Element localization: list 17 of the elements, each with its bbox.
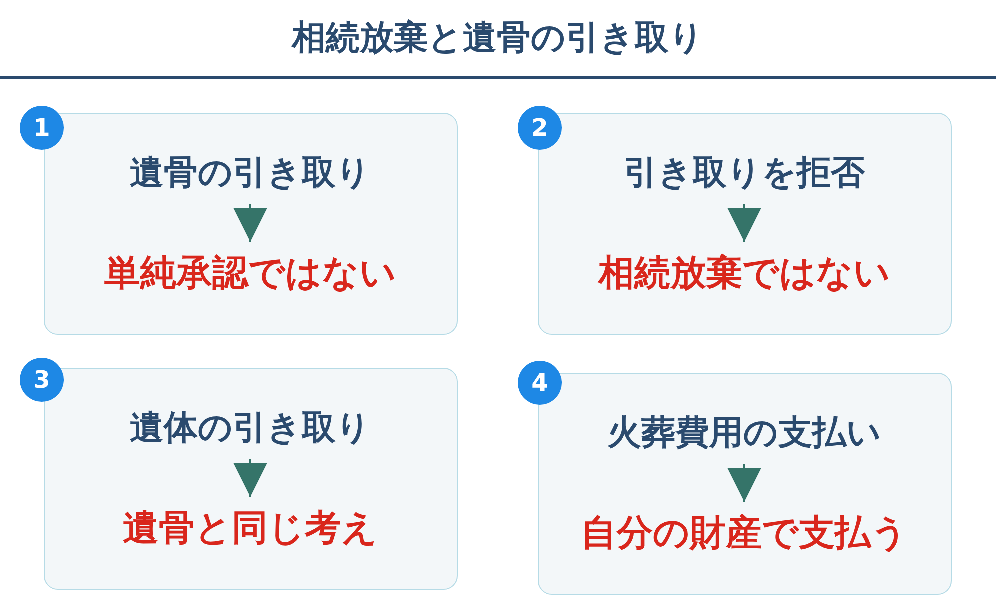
result-text: 単純承認ではない [65, 242, 436, 304]
number-badge: 1 [20, 106, 64, 150]
number-badge: 2 [518, 106, 562, 150]
number-badge: 3 [20, 358, 64, 402]
number-badge: 4 [518, 361, 562, 405]
arrow [234, 459, 268, 497]
result-text: 相続放棄ではない [559, 242, 930, 304]
arrow [728, 204, 762, 242]
result-text: 遺骨と同じ考え [65, 497, 436, 559]
diagram-title: 相続放棄と遺骨の引き取り [290, 17, 705, 60]
arrow [728, 464, 762, 502]
result-text: 自分の財産で支払う [559, 502, 930, 564]
condition-text: 火葬費用の支払い [559, 402, 930, 464]
condition-text: 遺体の引き取り [65, 397, 436, 459]
condition-text: 引き取りを拒否 [559, 142, 930, 204]
condition-text: 遺骨の引き取り [65, 142, 436, 204]
arrow [234, 204, 268, 242]
